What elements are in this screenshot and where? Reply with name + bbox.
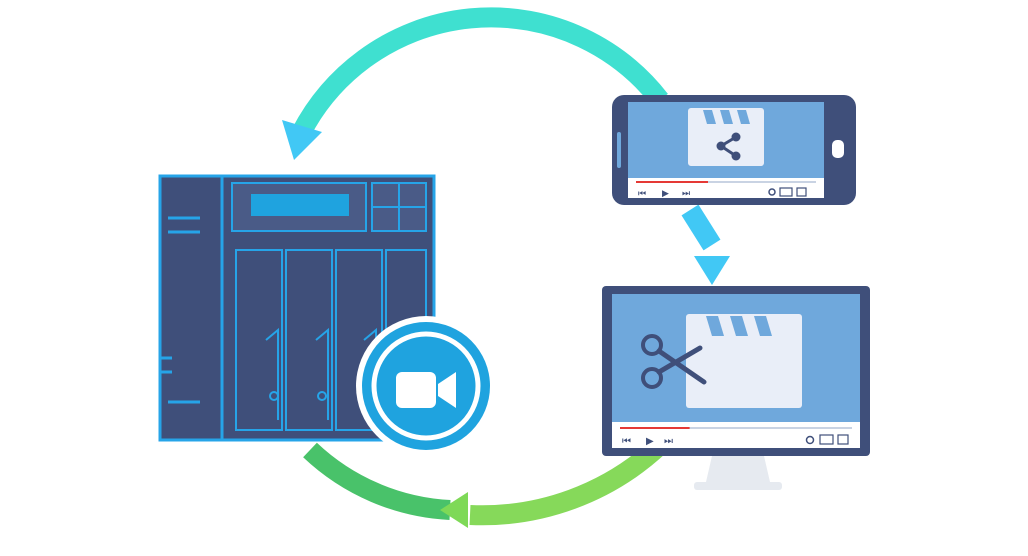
phone-next-icon[interactable]: ⏭ <box>682 189 690 199</box>
drive-latch-1 <box>265 327 279 420</box>
nas-lcd-screen <box>251 194 349 216</box>
camera-badge <box>356 316 496 456</box>
monitor-stand-neck <box>706 456 770 482</box>
bottom-left-arc <box>303 442 451 520</box>
share-icon <box>716 132 741 161</box>
phone-prev-icon[interactable]: ⏮ <box>638 189 646 199</box>
phone-play-icon[interactable]: ▶ <box>662 189 669 199</box>
phone-clapper-stripe-1 <box>703 110 716 124</box>
monitor-player-bg <box>612 422 860 448</box>
phone-speaker <box>617 132 621 168</box>
monitor-card <box>686 314 802 408</box>
monitor-clapper-stripe-3 <box>754 316 772 336</box>
monitor-clapper-stripe-2 <box>730 316 748 336</box>
monitor-clapper-stripe-1 <box>706 316 724 336</box>
bottom-arc-arrow <box>469 437 667 526</box>
share-dot-1 <box>731 132 741 142</box>
drive-bay-1 <box>235 249 283 431</box>
camera-lens <box>438 372 456 408</box>
nas-side-panel <box>158 174 224 442</box>
scissors-blade-2 <box>656 345 703 375</box>
right-connector-arrow <box>681 204 721 251</box>
drive-latch-2 <box>315 327 329 420</box>
monitor-stand-base <box>694 482 782 490</box>
cycle-arrows <box>282 7 730 528</box>
share-dot-2 <box>716 141 726 151</box>
phone-settings-icon[interactable] <box>768 188 776 196</box>
smartphone-icon: ⏮ ▶ ⏭ <box>612 95 856 205</box>
arrowhead-right-down <box>694 256 730 285</box>
share-dot-3 <box>731 151 741 161</box>
scissors-icon <box>641 334 707 389</box>
drive-led-1 <box>269 391 279 401</box>
monitor-next-icon[interactable]: ⏭ <box>664 436 673 447</box>
camera-body <box>396 372 436 408</box>
monitor-player-bar: ⏮ ▶ ⏭ <box>612 422 860 448</box>
phone-fullscreen-icon[interactable] <box>796 187 807 197</box>
phone-player-bar: ⏮ ▶ ⏭ <box>628 178 824 199</box>
monitor-clapperboard-card <box>686 314 802 408</box>
scissors-handle-bottom <box>641 367 663 389</box>
arrowhead-bottom <box>440 492 468 528</box>
monitor-fullscreen-icon[interactable] <box>837 434 849 445</box>
camera-badge-inner-ring <box>371 331 481 441</box>
phone-clapper-stripe-2 <box>720 110 733 124</box>
video-camera-icon <box>396 372 456 408</box>
phone-clapperboard-card <box>688 108 764 166</box>
monitor-theater-icon[interactable] <box>819 434 834 445</box>
scissors-handle-top <box>641 334 663 356</box>
monitor-settings-icon[interactable] <box>805 435 815 445</box>
monitor-icon: ⏮ ▶ ⏭ <box>602 286 870 490</box>
top-arc-arrow <box>291 7 668 140</box>
phone-clapper-stripe-3 <box>737 110 750 124</box>
phone-theater-icon[interactable] <box>779 187 793 197</box>
arrowhead-top-left <box>282 120 322 160</box>
drive-bay-2 <box>285 249 333 431</box>
phone-home-button <box>832 140 844 158</box>
scissors-blade-1 <box>656 348 707 385</box>
monitor-prev-icon[interactable]: ⏮ <box>622 436 631 447</box>
drive-led-2 <box>317 391 327 401</box>
monitor-play-icon[interactable]: ▶ <box>646 436 654 447</box>
